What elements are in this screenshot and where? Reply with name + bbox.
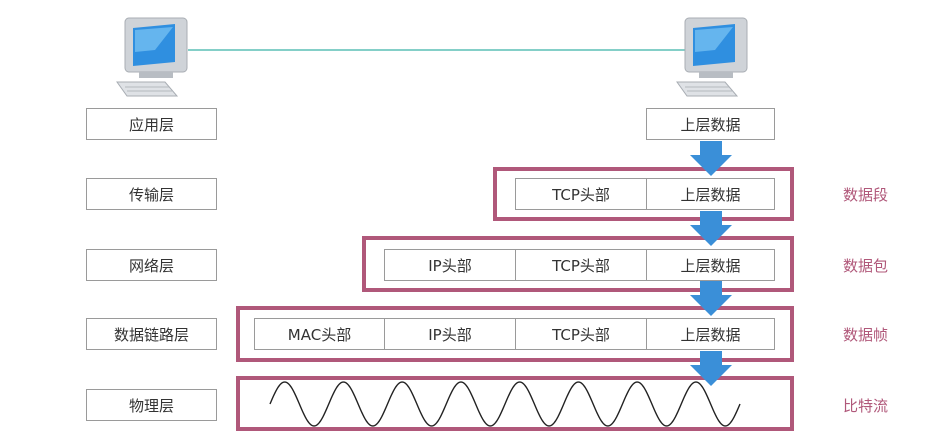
down-arrow-icon xyxy=(690,211,732,246)
bitstream-wave xyxy=(269,381,741,427)
segment-frame xyxy=(493,167,794,221)
down-arrow-icon xyxy=(690,141,732,176)
mac-header-cell: MAC头部 xyxy=(254,318,385,350)
ip-header-cell: IP头部 xyxy=(384,249,516,281)
tcp-header-cell: TCP头部 xyxy=(515,178,647,210)
packet-frame xyxy=(362,236,794,292)
pdu-label-packet: 数据包 xyxy=(843,257,889,275)
tcp-header-cell: TCP头部 xyxy=(515,318,647,350)
upper-data-cell: 上层数据 xyxy=(646,108,775,140)
down-arrow-icon xyxy=(690,351,732,386)
layer-physical: 物理层 xyxy=(86,389,217,421)
frame-frame xyxy=(236,306,794,362)
layer-application: 应用层 xyxy=(86,108,217,140)
pdu-label-segment: 数据段 xyxy=(843,186,889,204)
upper-data-cell: 上层数据 xyxy=(646,178,775,210)
layer-datalink: 数据链路层 xyxy=(86,318,217,350)
down-arrow-icon xyxy=(690,281,732,316)
upper-data-cell: 上层数据 xyxy=(646,249,775,281)
layer-transport: 传输层 xyxy=(86,178,217,210)
layer-network: 网络层 xyxy=(86,249,217,281)
bitstream-frame xyxy=(236,376,794,431)
computer-icon xyxy=(676,17,748,97)
pdu-label-bitstream: 比特流 xyxy=(843,397,889,415)
computer-icon xyxy=(116,17,188,97)
ip-header-cell: IP头部 xyxy=(384,318,516,350)
pdu-label-frame: 数据帧 xyxy=(843,326,889,344)
upper-data-cell: 上层数据 xyxy=(646,318,775,350)
tcp-header-cell: TCP头部 xyxy=(515,249,647,281)
network-link-diagram xyxy=(116,17,748,97)
